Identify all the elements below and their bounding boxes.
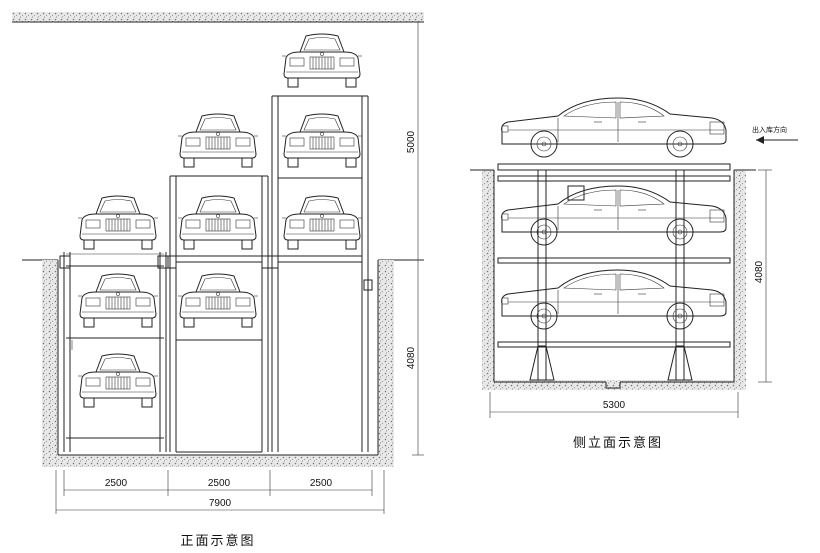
dim-height-above: 5000 bbox=[406, 130, 417, 153]
entry-direction-arrow: 出入库方向 bbox=[752, 125, 798, 144]
column-right bbox=[267, 95, 373, 452]
car-side bbox=[501, 97, 727, 158]
dimension-vertical-front: 5000 4080 bbox=[406, 21, 424, 456]
dim-bay-3: 2500 bbox=[310, 478, 333, 489]
dimension-horizontal-front: 2500 2500 2500 7900 bbox=[55, 470, 385, 514]
front-view-caption: 正面示意图 bbox=[180, 533, 255, 549]
ceiling-soil bbox=[12, 12, 424, 22]
car-side bbox=[501, 185, 727, 246]
car-front bbox=[77, 273, 159, 328]
pit-floor bbox=[42, 455, 394, 467]
pit-wall-left bbox=[42, 260, 58, 465]
side-pit-wall-right bbox=[734, 170, 746, 388]
car-front bbox=[77, 195, 159, 250]
side-view: 出入库方向 4080 5300 侧立面示意图 bbox=[470, 97, 798, 451]
column-middle bbox=[165, 175, 273, 453]
dim-bay-1: 2500 bbox=[105, 478, 128, 489]
car-front bbox=[77, 353, 159, 408]
car-side bbox=[501, 269, 727, 330]
side-view-caption: 侧立面示意图 bbox=[573, 435, 663, 451]
car-front bbox=[281, 33, 363, 88]
dim-total-width: 7900 bbox=[209, 498, 232, 509]
entry-direction-label: 出入库方向 bbox=[752, 125, 787, 134]
car-front bbox=[281, 195, 363, 250]
front-view: 5000 4080 2500 2500 2500 7900 正面示意图 bbox=[12, 12, 424, 549]
dim-side-height: 4080 bbox=[754, 260, 765, 283]
side-platforms bbox=[497, 163, 731, 348]
side-pit-wall-left bbox=[482, 170, 494, 388]
dim-bay-2: 2500 bbox=[208, 478, 231, 489]
dim-side-length: 5300 bbox=[603, 400, 626, 411]
car-front bbox=[281, 113, 363, 168]
dimension-side: 4080 5300 bbox=[489, 169, 772, 418]
car-front bbox=[177, 195, 259, 250]
dim-height-below: 4080 bbox=[406, 346, 417, 369]
car-front bbox=[177, 273, 259, 328]
side-columns bbox=[529, 170, 693, 381]
pit-wall-right bbox=[378, 260, 394, 465]
car-front bbox=[177, 113, 259, 168]
column-left bbox=[59, 252, 169, 452]
side-pit-floor bbox=[482, 380, 746, 390]
